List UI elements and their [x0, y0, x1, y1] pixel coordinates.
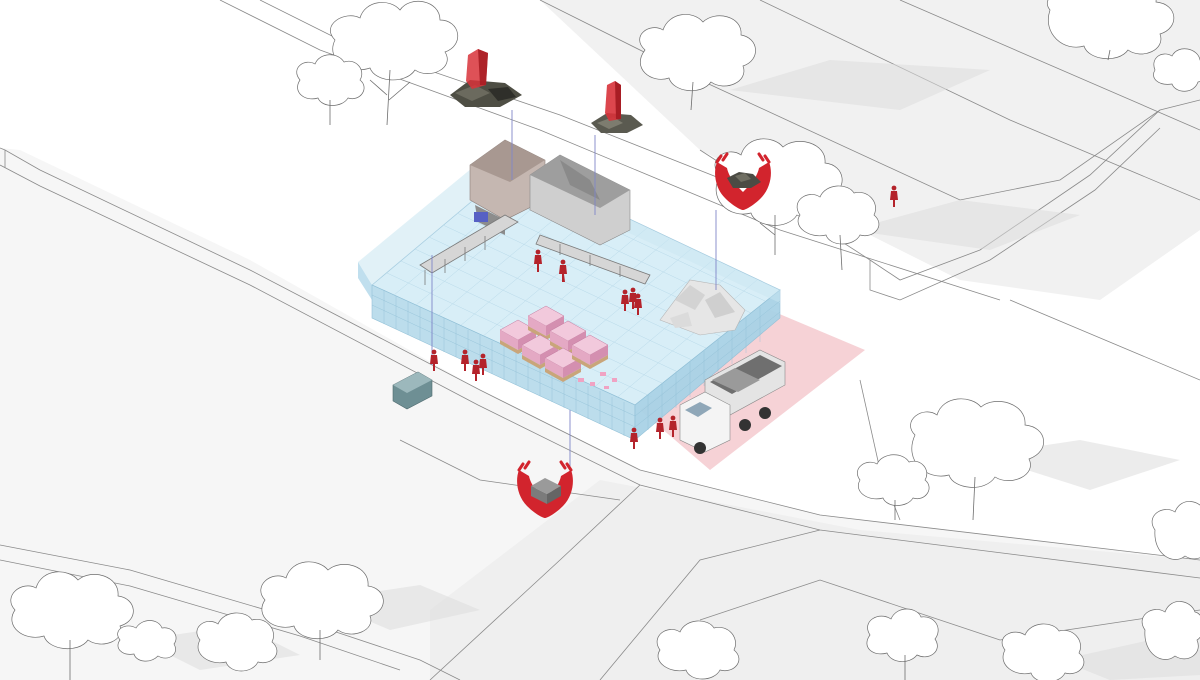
worker	[656, 417, 664, 439]
tree	[1001, 623, 1085, 680]
recycling-yard	[358, 139, 781, 441]
tree	[10, 571, 134, 680]
scattered-blocks	[578, 372, 617, 389]
worker	[669, 415, 677, 437]
conveyor-line	[419, 214, 651, 285]
worker	[630, 427, 638, 449]
hoppers	[469, 139, 631, 246]
dump-truck	[679, 349, 786, 454]
control-panel	[474, 212, 488, 222]
tree	[196, 612, 278, 672]
tree	[910, 398, 1044, 521]
trees	[10, 0, 1200, 680]
worker	[629, 287, 637, 309]
hands-holding-block-icon	[517, 460, 573, 518]
tree	[1141, 601, 1200, 660]
worker	[461, 349, 469, 371]
tree	[296, 54, 365, 125]
crushed-rubble-red-column-icon	[450, 49, 522, 107]
tree	[1153, 48, 1200, 92]
tree	[117, 620, 177, 662]
tree	[1047, 0, 1175, 61]
worker	[534, 249, 542, 272]
worker	[430, 349, 438, 371]
tree	[260, 561, 384, 660]
worker	[559, 259, 567, 282]
tree	[866, 608, 939, 680]
tree	[857, 454, 930, 520]
worker	[479, 353, 487, 375]
tree	[639, 14, 756, 111]
worker	[890, 185, 898, 207]
tree	[796, 185, 880, 271]
crushed-rubble-red-column-small-icon	[591, 81, 643, 133]
tree	[330, 1, 459, 126]
hands-holding-gravel-icon	[715, 152, 771, 210]
leader-lines	[431, 110, 717, 475]
workers	[430, 185, 898, 449]
worker	[472, 359, 480, 381]
worker	[634, 293, 642, 315]
pallet-stacks	[499, 305, 617, 389]
rubble-pile	[659, 279, 746, 336]
tree	[656, 620, 740, 680]
skip-bin	[392, 371, 433, 410]
worker	[621, 289, 629, 311]
tree	[1151, 501, 1200, 560]
